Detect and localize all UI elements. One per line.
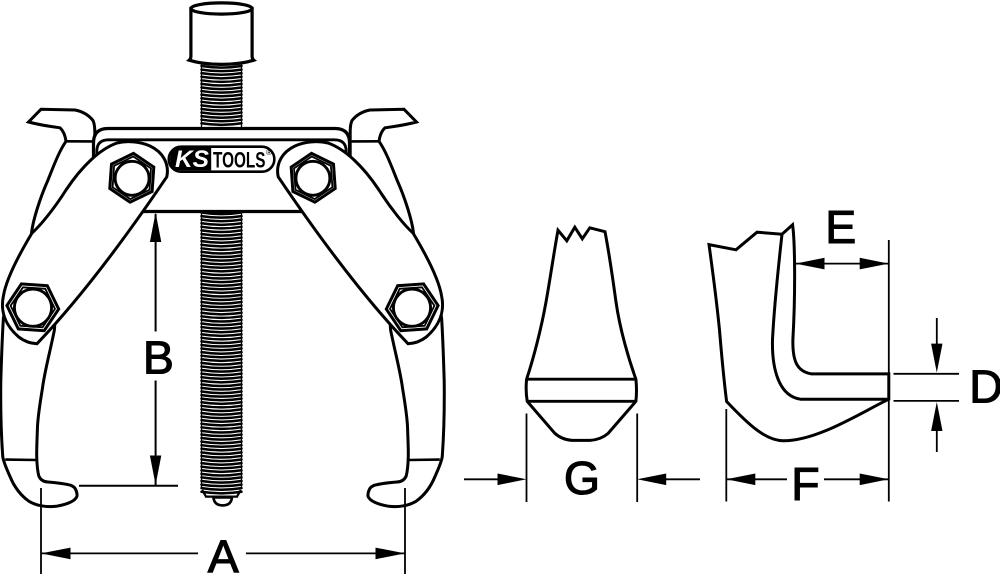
svg-text:D: D bbox=[969, 360, 1000, 412]
svg-text:E: E bbox=[825, 201, 856, 253]
svg-text:KS: KS bbox=[175, 146, 209, 173]
svg-text:®: ® bbox=[266, 148, 272, 157]
svg-text:F: F bbox=[791, 458, 819, 510]
svg-text:A: A bbox=[208, 531, 239, 583]
svg-text:B: B bbox=[143, 332, 174, 384]
svg-text:G: G bbox=[564, 452, 600, 504]
svg-text:TOOLS: TOOLS bbox=[213, 147, 266, 172]
